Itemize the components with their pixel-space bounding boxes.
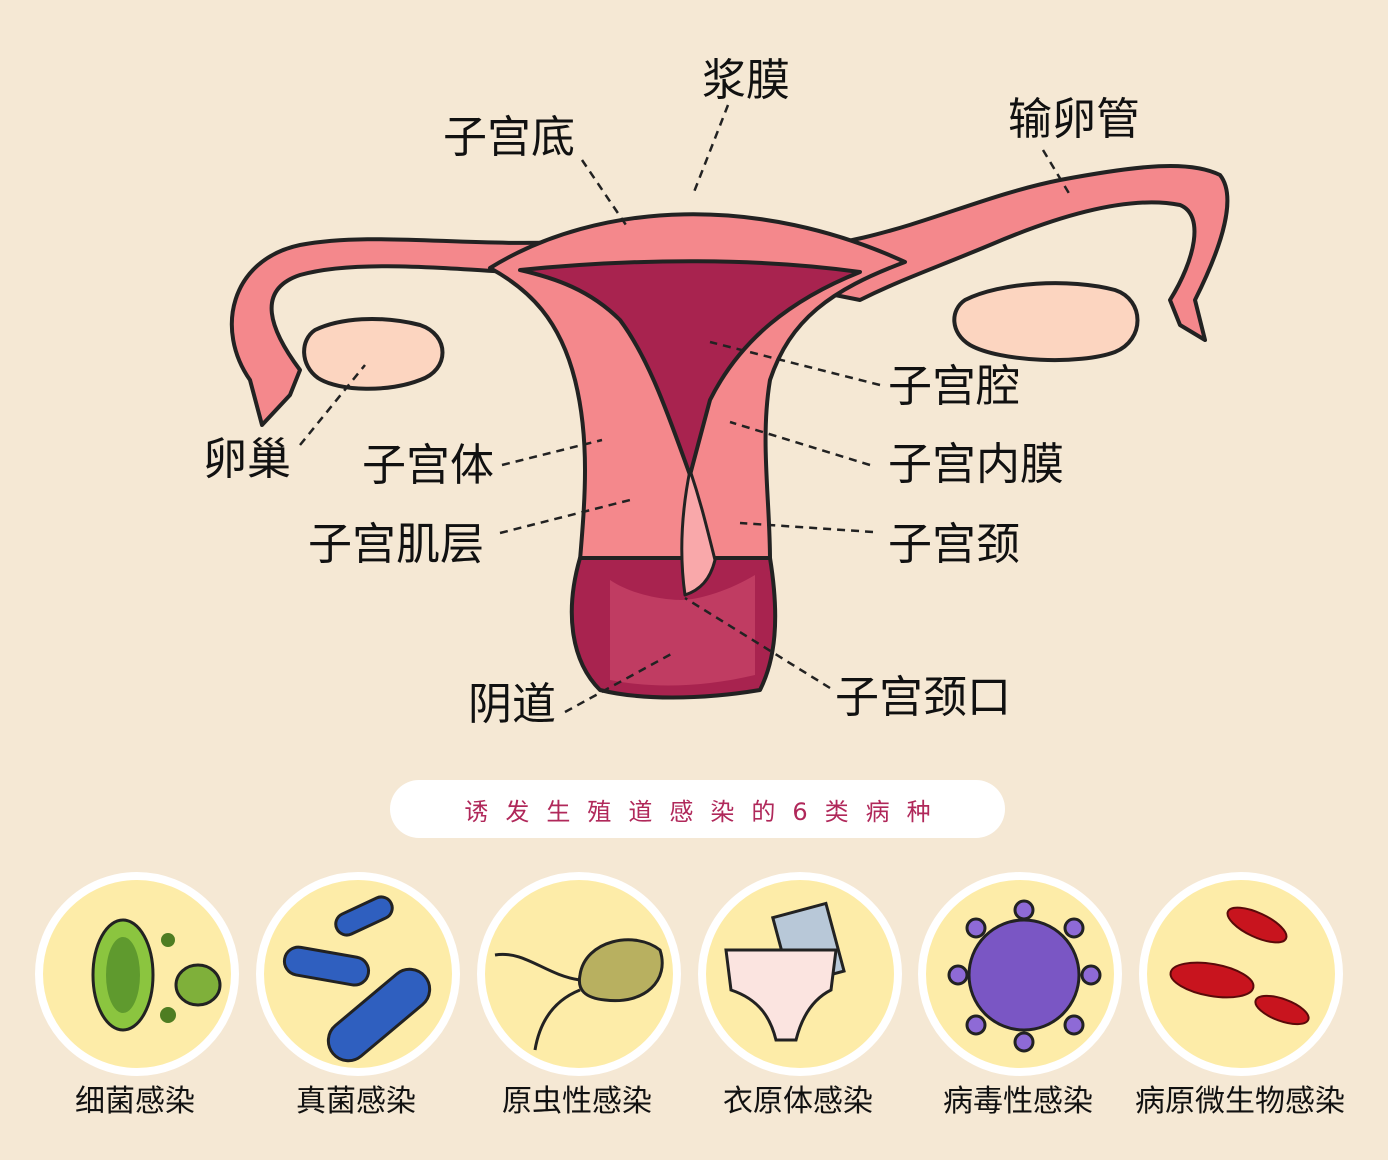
- protozoa-icon: [477, 872, 681, 1076]
- virus-icon: [918, 872, 1122, 1076]
- label-fundus: 子宫底: [443, 112, 575, 163]
- category-label: 真菌感染: [296, 1084, 416, 1119]
- label-cervical-os: 子宫颈口: [835, 672, 1011, 723]
- leader-lines: [299, 104, 1072, 714]
- fungus-icon: [256, 872, 460, 1076]
- label-ovary: 卵巢: [203, 434, 291, 485]
- right-ovary: [952, 281, 1140, 363]
- label-serosa: 浆膜: [702, 55, 790, 106]
- label-endometrium: 子宫内膜: [888, 439, 1064, 490]
- chlamydia-underwear-icon: [698, 872, 902, 1076]
- label-myometrium: 子宫肌层: [308, 519, 484, 570]
- label-fallopian-tube: 输卵管: [1008, 94, 1140, 145]
- bacteria-icon: [35, 872, 239, 1076]
- category-label: 细菌感染: [75, 1084, 195, 1119]
- pathogen-icon: [1139, 872, 1343, 1076]
- uterine-cavity: [518, 259, 862, 477]
- left-ovary: [302, 317, 445, 391]
- category-label: 病原微生物感染: [1135, 1084, 1345, 1119]
- category-label: 原虫性感染: [502, 1084, 652, 1119]
- label-vagina: 阴道: [468, 679, 556, 730]
- category-label: 病毒性感染: [943, 1084, 1093, 1119]
- label-uterine-cavity: 子宫腔: [888, 361, 1020, 412]
- banner: 诱发生殖道感染的6类病种: [390, 780, 1005, 838]
- banner-text: 诱发生殖道感染的6类病种: [464, 797, 948, 826]
- label-uterine-body: 子宫体: [362, 440, 494, 491]
- label-cervix: 子宫颈: [888, 519, 1020, 570]
- category-label: 衣原体感染: [723, 1084, 873, 1119]
